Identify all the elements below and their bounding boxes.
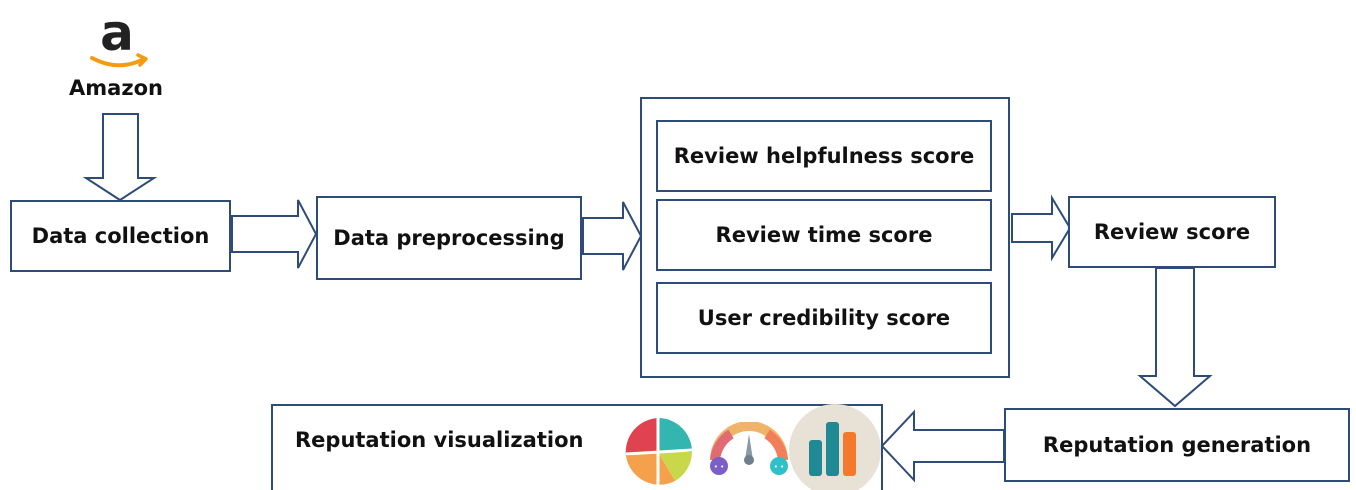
review-time-score-label: Review time score xyxy=(715,223,933,247)
arrow-right-icon xyxy=(582,201,643,271)
svg-text:• •: • • xyxy=(774,463,784,471)
arrow-right-icon xyxy=(231,199,318,269)
review-helpfulness-score-label: Review helpfulness score xyxy=(673,144,975,168)
user-credibility-score-box: User credibility score xyxy=(656,282,992,354)
data-collection-box: Data collection xyxy=(10,200,231,272)
reputation-visualization-label: Reputation visualization xyxy=(295,428,584,452)
bar-chart-icon xyxy=(789,404,881,490)
svg-text:• •: • • xyxy=(714,463,724,471)
score-group xyxy=(640,97,1010,378)
reputation-visualization-box: Reputation visualization • • • • xyxy=(271,404,883,490)
amazon-logo-icon: a xyxy=(62,4,172,106)
reputation-generation-label: Reputation generation xyxy=(1042,433,1312,457)
reputation-generation-box: Reputation generation xyxy=(1004,408,1350,482)
review-score-label: Review score xyxy=(1093,220,1251,244)
data-preprocessing-label: Data preprocessing xyxy=(333,226,565,250)
review-score-box: Review score xyxy=(1068,196,1276,268)
review-helpfulness-score-box: Review helpfulness score xyxy=(656,120,992,192)
data-collection-label: Data collection xyxy=(31,224,210,248)
arrow-down-icon xyxy=(82,113,158,202)
data-preprocessing-box: Data preprocessing xyxy=(316,196,582,280)
arrow-right-icon xyxy=(1011,194,1072,262)
arrow-down-icon xyxy=(1137,267,1213,408)
arrow-left-icon xyxy=(880,409,1005,483)
svg-text:a: a xyxy=(100,6,134,62)
pie-chart-icon xyxy=(625,418,693,486)
user-credibility-score-label: User credibility score xyxy=(697,306,951,330)
amazon-label: Amazon xyxy=(69,76,163,100)
review-time-score-box: Review time score xyxy=(656,199,992,271)
gauge-icon: • • • • xyxy=(710,422,788,475)
